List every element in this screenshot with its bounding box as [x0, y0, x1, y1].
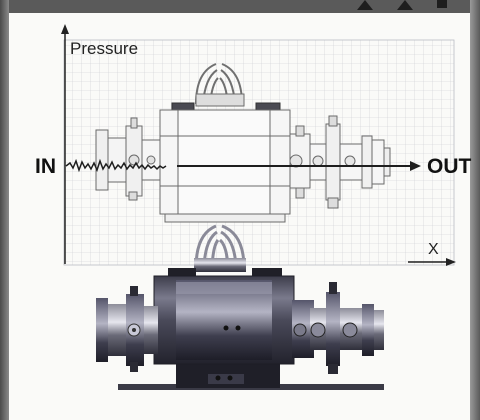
schematic-left-flange	[95, 129, 109, 191]
window-frame-left	[0, 0, 9, 420]
x-axis	[408, 258, 456, 266]
flow-line	[65, 158, 421, 173]
outlet-label: OUT	[427, 155, 472, 178]
triangle-icon[interactable]	[357, 0, 373, 10]
y-axis-label: Pressure	[70, 39, 138, 58]
x-axis-label: X	[428, 241, 439, 258]
pump-render	[96, 224, 384, 390]
triangle-icon[interactable]	[397, 0, 413, 10]
inlet-label: IN	[35, 155, 56, 178]
y-axis	[61, 24, 69, 264]
window-frame-right	[470, 0, 480, 420]
square-icon[interactable]	[437, 0, 447, 8]
schematic-outline	[95, 63, 391, 223]
